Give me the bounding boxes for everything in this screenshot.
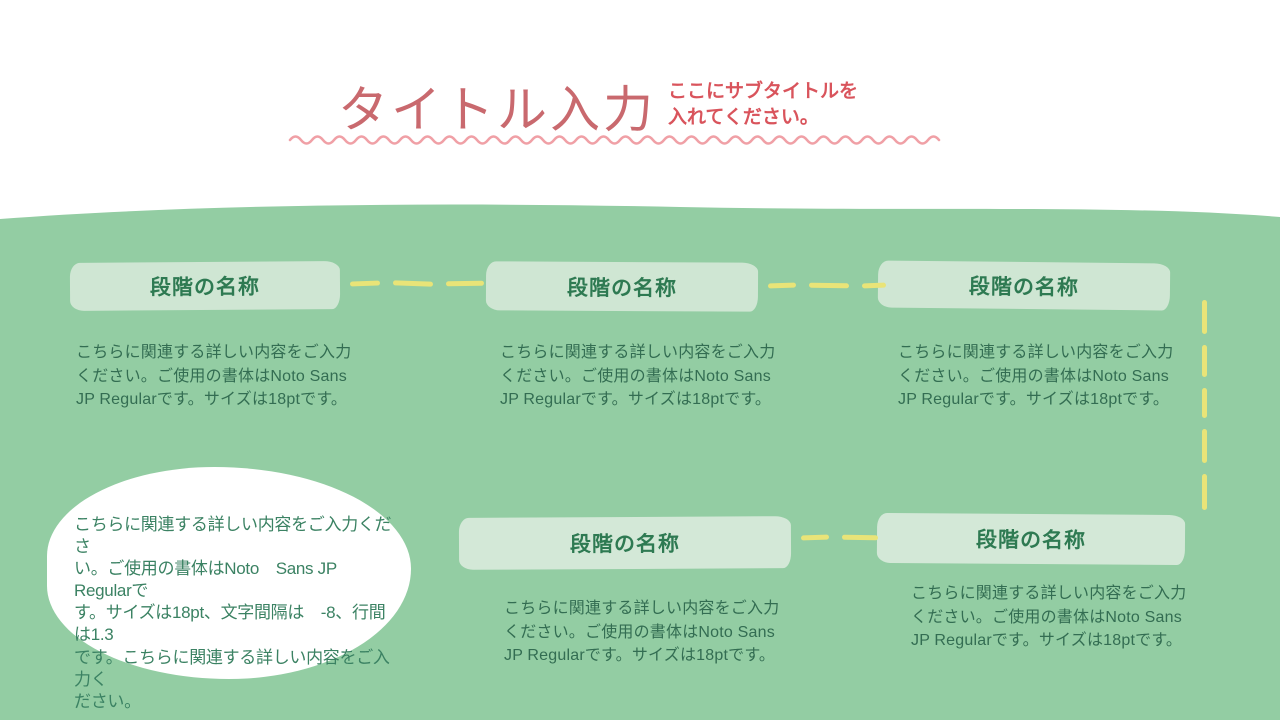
- dash: [808, 282, 850, 289]
- step-body-4[interactable]: こちらに関連する詳しい内容をご入力 ください。ご使用の書体はNoto Sans …: [504, 600, 780, 665]
- subtitle[interactable]: ここにサブタイトルを 入れてください。: [668, 81, 859, 128]
- step-label: 段階の名称: [975, 528, 1087, 553]
- dash: [349, 280, 381, 287]
- step-body-5[interactable]: こちらに関連する詳しい内容をご入力 ください。ご使用の書体はNoto Sans …: [911, 585, 1187, 650]
- step-body-1[interactable]: こちらに関連する詳しい内容をご入力 ください。ご使用の書体はNoto Sans …: [76, 344, 352, 409]
- connector-step3-step5: [1202, 300, 1207, 510]
- dash: [800, 534, 830, 541]
- note-text: こちらに関連する詳しい内容をご入力くださ い。ご使用の書体はNoto Sans …: [74, 515, 392, 711]
- connector-step4-step5: [800, 534, 891, 541]
- dash: [1202, 429, 1207, 463]
- step-title-box-1[interactable]: 段階の名称: [69, 261, 341, 311]
- step-body-2[interactable]: こちらに関連する詳しい内容をご入力 ください。ご使用の書体はNoto Sans …: [500, 344, 776, 409]
- step-title-box-4[interactable]: 段階の名称: [458, 516, 792, 570]
- page-title[interactable]: タイトル入力: [338, 82, 656, 138]
- step-title-box-2[interactable]: 段階の名称: [485, 261, 759, 312]
- dash: [445, 280, 485, 287]
- connector-step1-step2: [349, 280, 497, 287]
- step-body-3[interactable]: こちらに関連する詳しい内容をご入力 ください。ご使用の書体はNoto Sans …: [898, 344, 1174, 409]
- dash: [392, 280, 434, 287]
- dash: [1202, 388, 1207, 418]
- dash: [767, 282, 797, 289]
- step-title-box-3[interactable]: 段階の名称: [877, 260, 1171, 311]
- dash: [1202, 474, 1207, 510]
- note-bubble[interactable]: こちらに関連する詳しい内容をご入力くださ い。ご使用の書体はNoto Sans …: [47, 467, 411, 711]
- dash: [1202, 345, 1207, 377]
- connector-step2-step3: [767, 282, 899, 289]
- step-label: 段階の名称: [149, 275, 261, 300]
- step-title-box-5[interactable]: 段階の名称: [876, 512, 1186, 566]
- dash: [1202, 300, 1207, 334]
- wavy-underline-decoration: [288, 135, 941, 145]
- step-label: 段階の名称: [566, 276, 678, 300]
- step-label: 段階の名称: [968, 274, 1080, 300]
- step-label: 段階の名称: [569, 532, 681, 557]
- dash: [861, 282, 887, 289]
- dash: [841, 534, 879, 541]
